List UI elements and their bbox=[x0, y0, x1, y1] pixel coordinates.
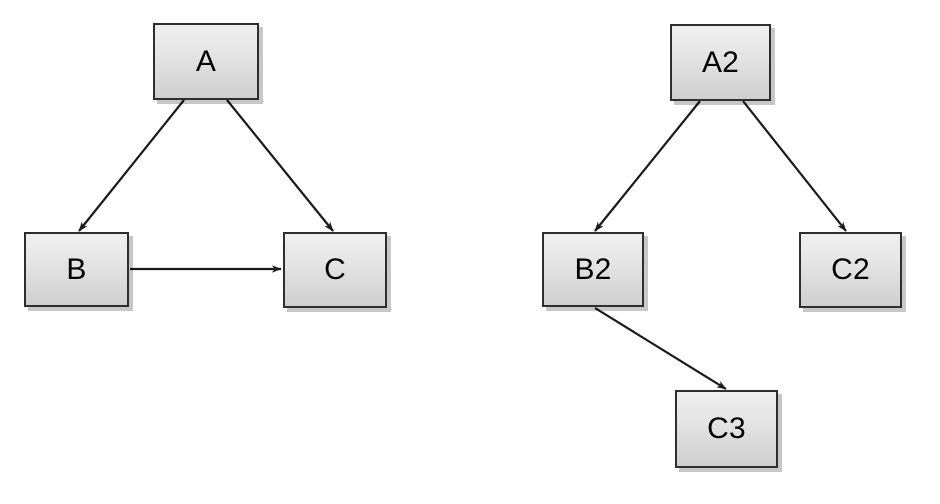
node-label-c: C bbox=[324, 253, 346, 286]
edge-a2-to-c2[interactable] bbox=[742, 100, 847, 232]
node-c3[interactable]: C3 bbox=[675, 390, 778, 468]
edge-group bbox=[78, 99, 847, 390]
node-label-c3: C3 bbox=[707, 412, 746, 445]
node-c[interactable]: C bbox=[283, 232, 387, 308]
edge-b2-to-c3[interactable] bbox=[594, 307, 727, 390]
node-b[interactable]: B bbox=[24, 232, 129, 307]
node-label-b: B bbox=[66, 252, 87, 286]
edge-a-to-b[interactable] bbox=[78, 99, 185, 232]
node-a[interactable]: A bbox=[153, 23, 259, 100]
node-label-c2: C2 bbox=[831, 253, 870, 286]
node-b2[interactable]: B2 bbox=[542, 232, 644, 307]
node-a2[interactable]: A2 bbox=[670, 24, 771, 101]
node-label-a2: A2 bbox=[701, 45, 740, 79]
node-label-b2: B2 bbox=[574, 252, 612, 286]
node-c2[interactable]: C2 bbox=[799, 232, 902, 308]
edge-a2-to-b2[interactable] bbox=[594, 100, 701, 232]
edge-a-to-c[interactable] bbox=[226, 99, 334, 232]
node-label-a: A bbox=[195, 44, 217, 78]
